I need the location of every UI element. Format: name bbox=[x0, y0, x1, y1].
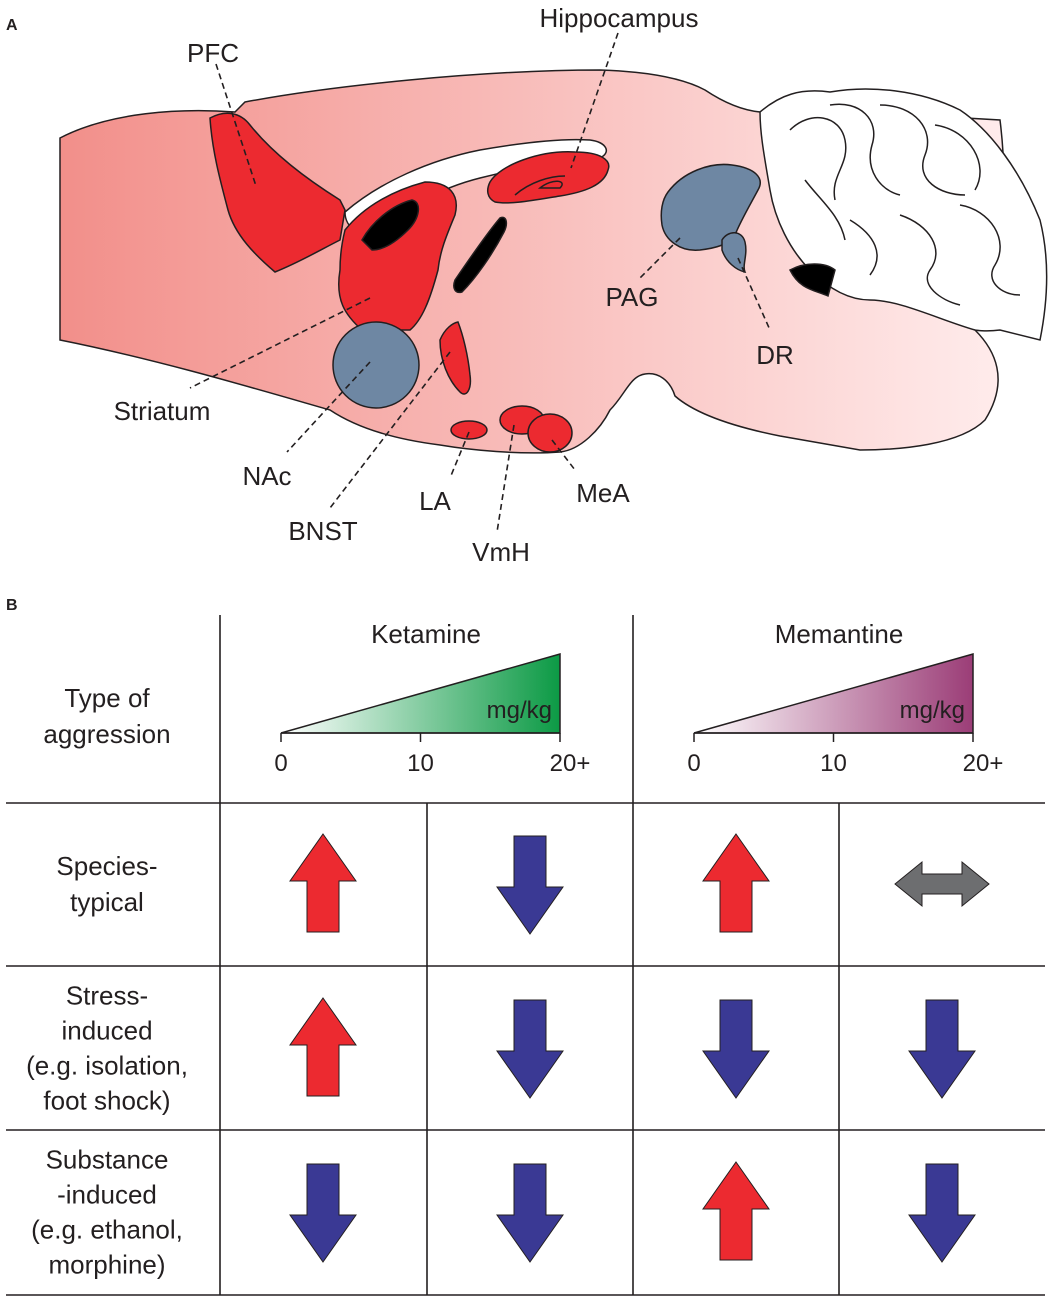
la-region bbox=[450, 420, 488, 440]
label-pfc: PFC bbox=[187, 38, 239, 68]
label-nac: NAc bbox=[242, 461, 291, 491]
header-label-line: Type of bbox=[64, 683, 150, 713]
up-arrow-icon bbox=[702, 833, 770, 933]
tick-label: 0 bbox=[274, 750, 287, 777]
cerebellum bbox=[759, 88, 1048, 341]
panel-b-letter: B bbox=[6, 597, 18, 614]
tick-label: 10 bbox=[407, 750, 434, 777]
up-arrow-icon bbox=[289, 833, 357, 933]
label-hippocampus: Hippocampus bbox=[540, 3, 699, 33]
tick-label: 20+ bbox=[963, 750, 1004, 777]
drug-name: Memantine bbox=[775, 619, 904, 649]
header-type-of-aggression: Type of aggression bbox=[43, 683, 170, 749]
down-arrow-icon bbox=[908, 1163, 976, 1263]
down-arrow-icon bbox=[496, 1163, 564, 1263]
pfc-region bbox=[209, 112, 346, 273]
header-label-line: aggression bbox=[43, 719, 170, 749]
row-label-line: Substance bbox=[46, 1145, 169, 1175]
dose-unit: mg/kg bbox=[900, 697, 965, 724]
row-label-line: morphine) bbox=[48, 1250, 165, 1280]
label-la: LA bbox=[419, 486, 451, 516]
striatum-region bbox=[338, 181, 457, 331]
effect-arrows bbox=[289, 833, 990, 1263]
row-label-line: (e.g. ethanol, bbox=[31, 1215, 183, 1245]
up-arrow-icon bbox=[702, 1161, 770, 1261]
label-striatum: Striatum bbox=[114, 396, 211, 426]
brain-diagram bbox=[59, 32, 1048, 533]
drug-header-memantine: Memantine mg/kg 0 10 20+ bbox=[687, 619, 1003, 777]
down-arrow-icon bbox=[702, 999, 770, 1099]
down-arrow-icon bbox=[289, 1163, 357, 1263]
tick-label: 20+ bbox=[550, 750, 591, 777]
row-label-line: induced bbox=[61, 1016, 152, 1046]
row-label-line: foot shock) bbox=[43, 1086, 170, 1116]
label-pag: PAG bbox=[606, 282, 659, 312]
label-dr: DR bbox=[756, 340, 794, 370]
row-label-line: Stress- bbox=[66, 981, 148, 1011]
down-arrow-icon bbox=[496, 835, 564, 935]
row-label-line: Species- bbox=[56, 851, 157, 881]
effects-table-grid bbox=[6, 615, 1045, 1296]
label-vmh: VmH bbox=[472, 537, 530, 567]
down-arrow-icon bbox=[496, 999, 564, 1099]
tick-label: 0 bbox=[687, 750, 700, 777]
drug-header-ketamine: Ketamine mg/kg 0 10 20+ bbox=[274, 619, 590, 777]
double-arrow-icon bbox=[894, 860, 990, 908]
row-label-line: typical bbox=[70, 887, 144, 917]
drug-headers: Ketamine mg/kg 0 10 20+ Memantine mg/kg 0 10 20+ bbox=[274, 619, 1003, 777]
mea-region bbox=[527, 413, 573, 453]
dose-unit: mg/kg bbox=[487, 697, 552, 724]
nac-region bbox=[332, 321, 420, 409]
row-label-line: -induced bbox=[57, 1180, 157, 1210]
tick-label: 10 bbox=[820, 750, 847, 777]
row-label-line: (e.g. isolation, bbox=[26, 1051, 188, 1081]
label-mea: MeA bbox=[576, 478, 630, 508]
bnst-region bbox=[439, 321, 472, 395]
label-bnst: BNST bbox=[288, 516, 357, 546]
row-label-1: Stress-induced (e.g. isolation, foot shock… bbox=[26, 981, 188, 1116]
panel-a-letter: A bbox=[6, 17, 18, 34]
drug-name: Ketamine bbox=[371, 619, 481, 649]
down-arrow-icon bbox=[908, 999, 976, 1099]
up-arrow-icon bbox=[289, 997, 357, 1097]
row-label-2: Substance -induced (e.g. ethanol, morphine) bbox=[31, 1145, 183, 1280]
row-label-0: Species-typical bbox=[56, 851, 157, 917]
